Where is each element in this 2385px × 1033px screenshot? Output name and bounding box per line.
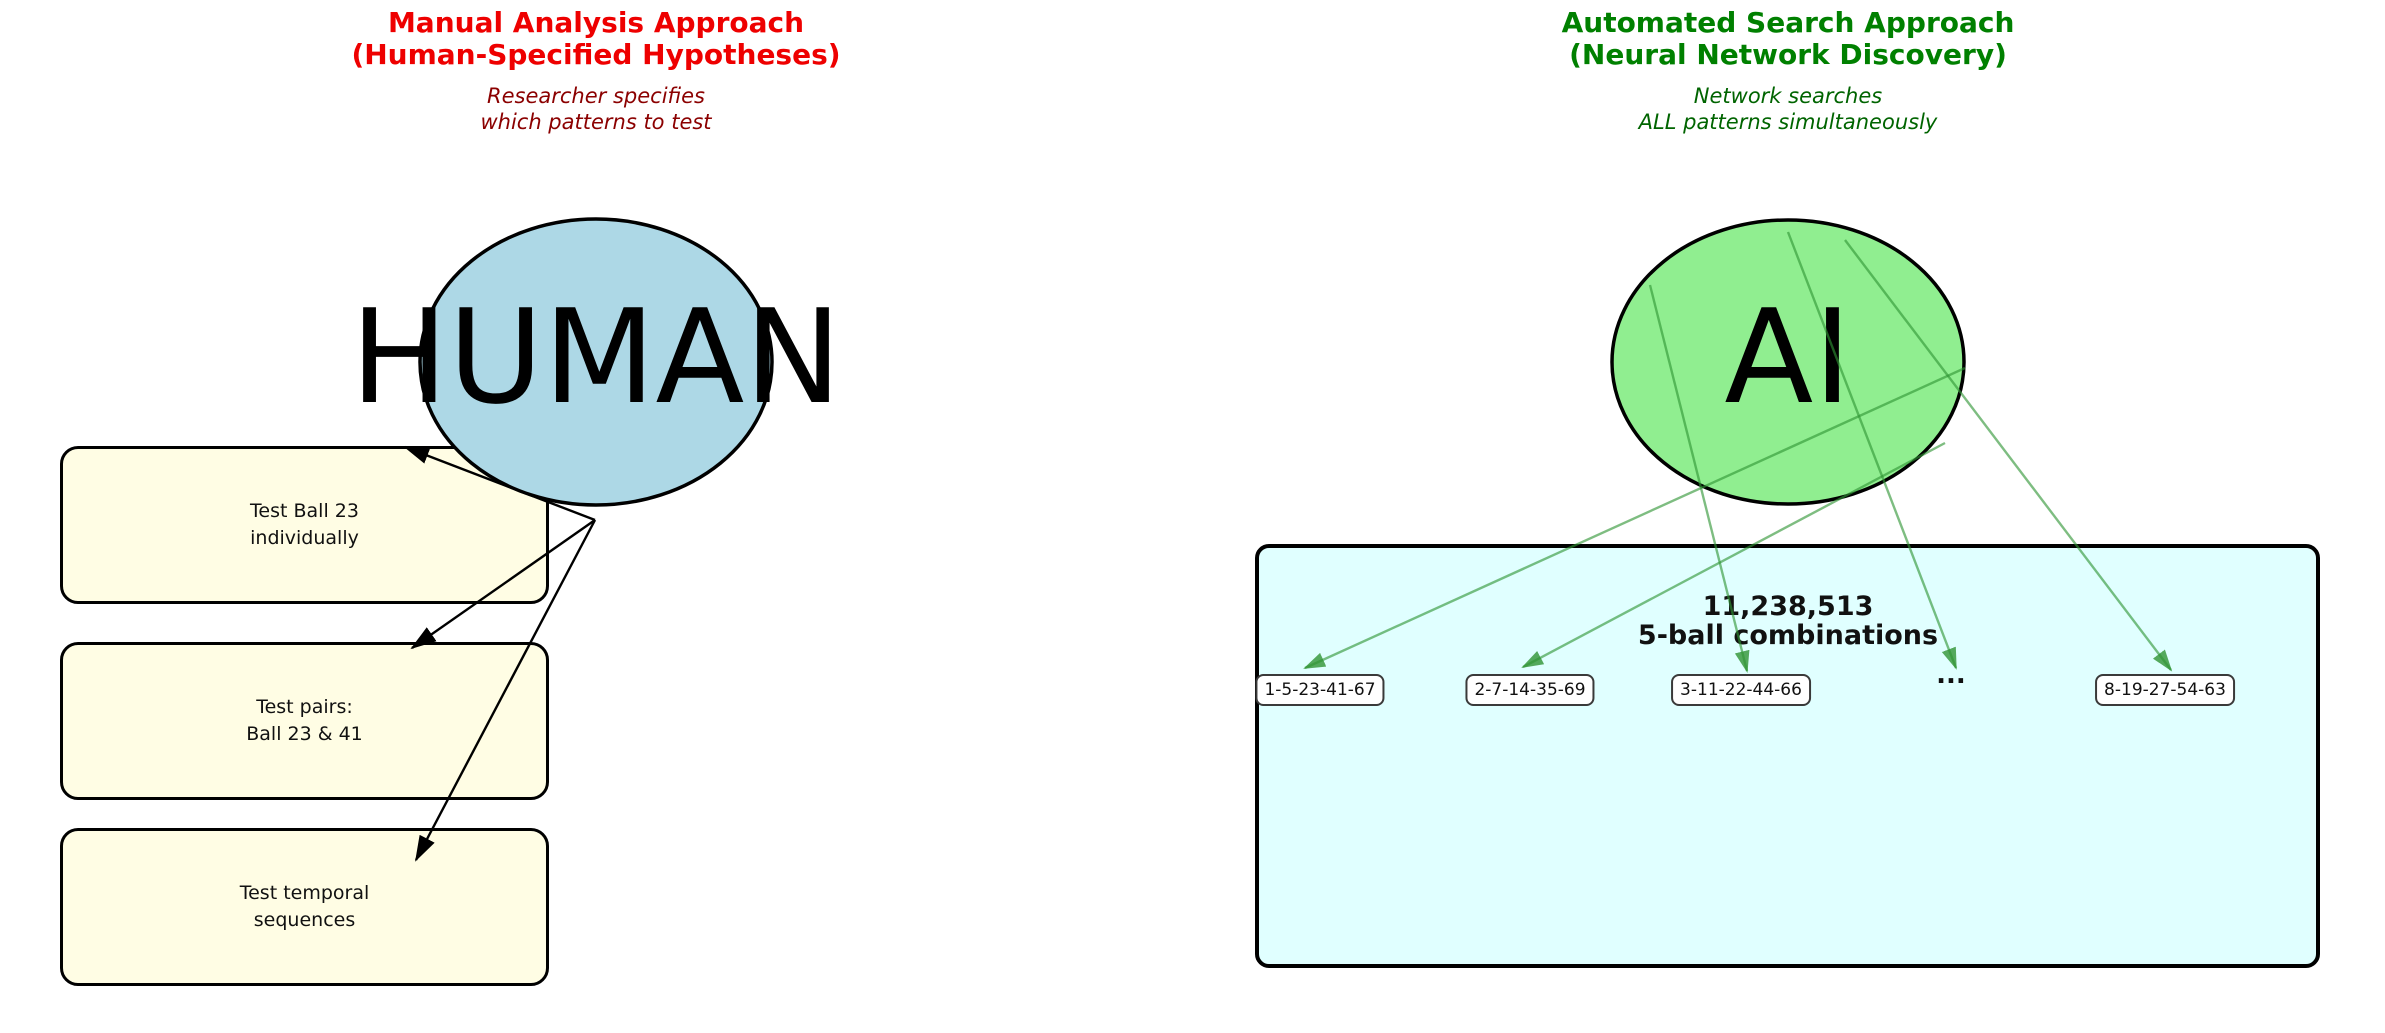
hypothesis-box-1-line2: individually (250, 527, 359, 549)
combination-chip-1: 1-5-23-41-67 (1255, 674, 1385, 706)
combination-ellipsis: ... (1936, 660, 1966, 690)
combination-count-caption: 5-ball combinations (1637, 620, 1939, 651)
right-subtitle-line1: Network searches (1693, 84, 1883, 108)
right-title-line1: Automated Search Approach (1561, 6, 2015, 39)
left-subtitle-line1: Researcher specifies (487, 84, 705, 108)
left-title-line1: Manual Analysis Approach (387, 6, 805, 39)
right-title-line2: (Neural Network Discovery) (1569, 38, 2007, 71)
human-label: HUMAN (350, 281, 842, 433)
right-subtitle-line2: ALL patterns simultaneously (1638, 110, 1938, 134)
ai-label: AI (1724, 281, 1852, 433)
hypothesis-box-2: Test pairs: Ball 23 & 41 (60, 642, 549, 800)
hypothesis-box-1-line1: Test Ball 23 (250, 500, 359, 522)
combination-chip-4: 8-19-27-54-63 (2095, 674, 2235, 706)
hypothesis-box-1: Test Ball 23 individually (60, 446, 549, 604)
hypothesis-box-2-line1: Test pairs: (256, 696, 353, 718)
combination-count: 11,238,513 (1702, 591, 1874, 622)
left-title-line2: (Human-Specified Hypotheses) (351, 38, 841, 71)
left-subtitle-line2: which patterns to test (480, 110, 712, 134)
hypothesis-box-3-line2: sequences (253, 909, 356, 931)
combination-chip-3: 3-11-22-44-66 (1671, 674, 1811, 706)
combination-chip-2: 2-7-14-35-69 (1465, 674, 1595, 706)
hypothesis-box-3-line1: Test temporal (239, 882, 370, 904)
hypothesis-box-2-line2: Ball 23 & 41 (246, 723, 363, 745)
hypothesis-box-3: Test temporal sequences (60, 828, 549, 986)
